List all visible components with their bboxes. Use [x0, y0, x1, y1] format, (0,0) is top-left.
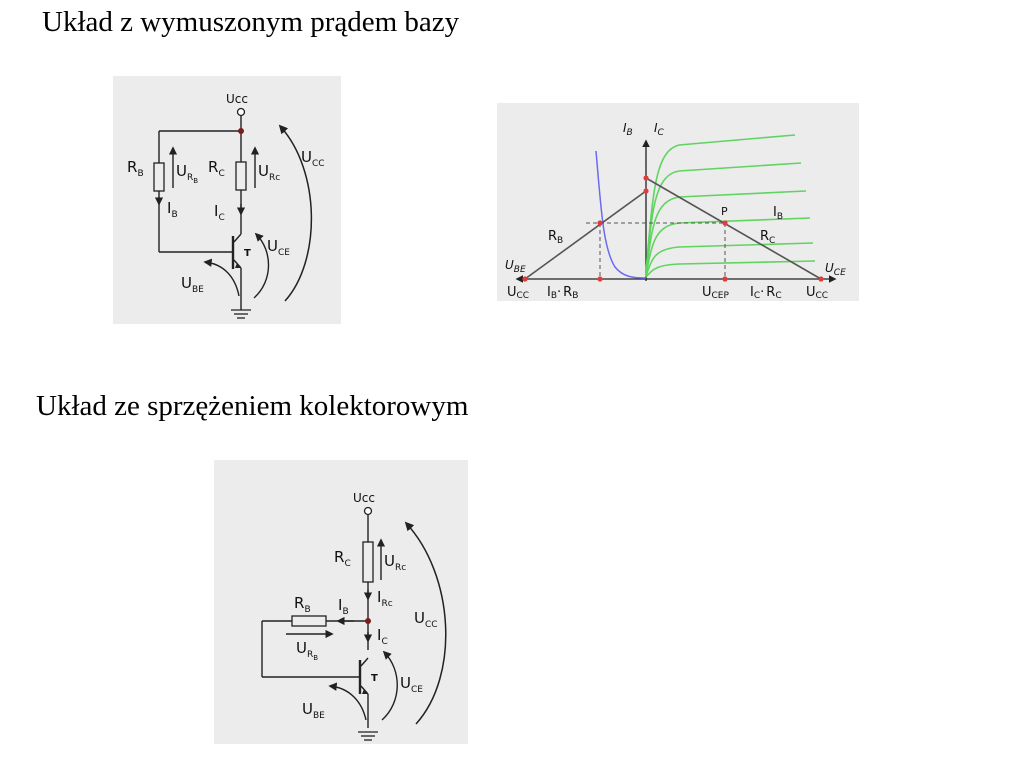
heading-collector-feedback: Układ ze sprzężeniem kolektorowym [36, 390, 469, 422]
rb-resistor [291, 615, 327, 627]
ib-curve-label: IB [773, 205, 783, 222]
uce-label: UCE [267, 237, 290, 258]
rb-label: RB [127, 158, 144, 179]
forced-base-circuit-diagram: Ucc RB RC URB URc IB IC UCC UCE UBE T [113, 76, 341, 324]
rb-label: RB [294, 594, 311, 615]
characteristic-points [522, 175, 824, 282]
urb-label: URB [296, 639, 318, 662]
uce-axis-label: UCE [825, 261, 846, 278]
ic-axis-label: IC [654, 121, 665, 138]
ib-label: IB [338, 596, 349, 617]
supply-terminal [363, 506, 373, 516]
supply-label: Ucc [353, 491, 375, 505]
rc-label: RC [334, 548, 351, 569]
rc-line-label: RC [760, 229, 775, 246]
ib-axis-label: IB [623, 121, 633, 138]
ucc-arrow [278, 124, 313, 302]
rb-line-label: RB [548, 229, 563, 246]
transistor-label: T [371, 673, 378, 684]
supply-label: Ucc [226, 92, 248, 106]
ucc-label: UCC [414, 609, 438, 630]
junction-node [238, 128, 244, 134]
rb-load-line [524, 190, 647, 280]
operating-point-label: P [721, 205, 728, 218]
ube-axis-label: UBE [505, 258, 526, 275]
ube-arrow [328, 682, 367, 721]
emitter-arrow [362, 689, 368, 694]
ube-label: UBE [302, 700, 325, 721]
ube-label: UBE [181, 274, 204, 295]
ube-arrow [203, 258, 240, 297]
collector-feedback-circuit-diagram: Ucc RC URc IRc RB IB URB IC UCC UCE UBE … [214, 460, 468, 744]
emitter-arrow [235, 263, 241, 268]
uce-arrow [253, 232, 270, 299]
projection-lines [586, 222, 726, 279]
rc-load-line [645, 177, 822, 280]
supply-terminal [236, 107, 246, 117]
rc-label: RC [208, 158, 225, 179]
ic-rc-label: IC·RC [750, 285, 782, 301]
urb-label: URB [176, 162, 198, 185]
ic-label: IC [214, 202, 225, 223]
ic-label: IC [377, 626, 388, 647]
urc-label: URc [384, 552, 406, 573]
ib-label: IB [167, 199, 178, 220]
ib-rb-label: IB·RB [547, 285, 578, 301]
transistor-characteristics-graph: IB IC UBE UCE RB RC P IB UCC IB·RB UCEP … [497, 103, 859, 301]
ucc-arrow [404, 521, 447, 725]
uce-label: UCE [400, 674, 423, 695]
urc-label: URc [258, 162, 280, 183]
transistor-label: T [244, 248, 251, 259]
uce-arrow [381, 650, 398, 721]
ground-icon [231, 309, 251, 319]
ground-icon [358, 731, 378, 741]
rc-resistor [235, 161, 247, 191]
ucep-label: UCEP [702, 285, 729, 301]
output-characteristic-curves [645, 134, 816, 278]
right-ucc-label: UCC [806, 285, 828, 301]
junction-node [365, 618, 371, 624]
rb-resistor [153, 162, 165, 192]
heading-forced-base-current: Układ z wymuszonym prądem bazy [42, 6, 460, 38]
ucc-label: UCC [301, 148, 325, 169]
irc-label: IRc [377, 588, 393, 609]
rc-resistor [362, 541, 374, 583]
input-characteristic-curve [595, 150, 647, 279]
left-ucc-label: UCC [507, 285, 529, 301]
